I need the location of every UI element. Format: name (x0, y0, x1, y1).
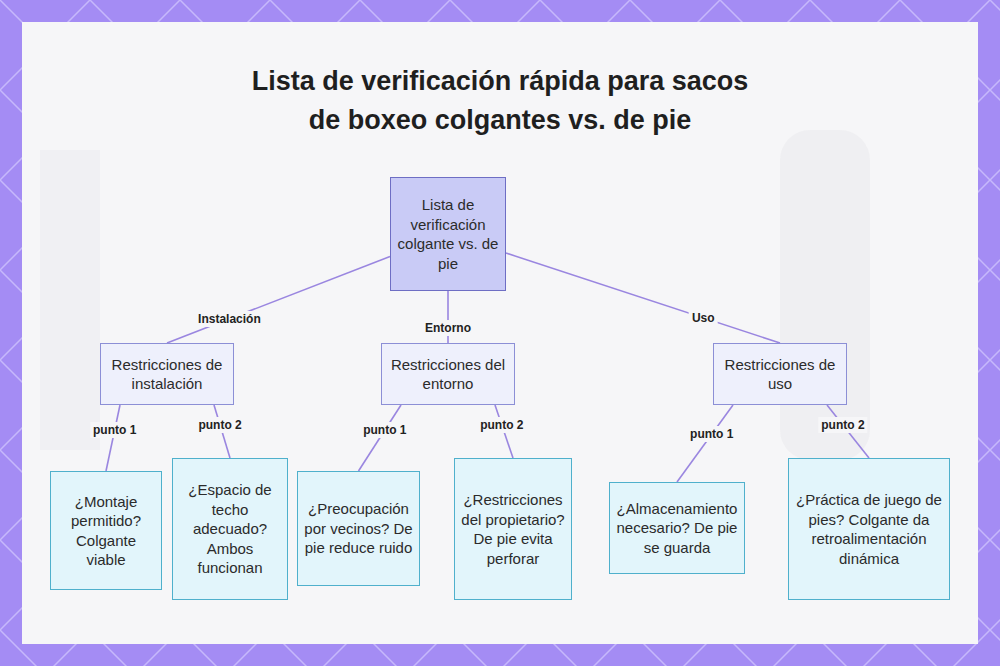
check-box: ¿Almacenamiento necesario? De pie se gua… (609, 482, 745, 574)
node-text: ¿Espacio de techo adecuado? Ambos funcio… (179, 480, 281, 578)
edge-label: punto 1 (360, 422, 409, 438)
check-box: ¿Práctica de juego de pies? Colgante da … (788, 458, 950, 600)
edge-label: punto 2 (818, 417, 867, 433)
edge-label: punto 2 (477, 417, 526, 433)
node-text: Restricciones de uso (720, 355, 840, 394)
check-box: ¿Espacio de techo adecuado? Ambos funcio… (172, 458, 288, 600)
check-box: ¿Montaje permitido? Colgante viable (50, 471, 162, 590)
edge-label: Uso (689, 310, 718, 326)
edge-label: punto 2 (195, 417, 244, 433)
edge-label: punto 1 (687, 426, 736, 442)
connector-line (167, 256, 390, 343)
category-box: Restricciones de instalación (100, 343, 234, 405)
root-box: Lista de verificación colgante vs. de pi… (390, 177, 506, 291)
node-text: ¿Almacenamiento necesario? De pie se gua… (616, 499, 738, 558)
check-box: ¿Preocupación por vecinos? De pie reduce… (297, 471, 420, 586)
diagram-title: Lista de verificación rápida para sacos … (240, 62, 760, 140)
node-text: ¿Montaje permitido? Colgante viable (57, 492, 155, 570)
category-box: Restricciones del entorno (381, 343, 515, 405)
node-text: ¿Preocupación por vecinos? De pie reduce… (304, 499, 413, 558)
check-box: ¿Restricciones del propietario? De pie e… (454, 458, 572, 600)
edge-label: Instalación (195, 311, 264, 327)
node-text: Restricciones del entorno (388, 355, 508, 394)
node-text: Lista de verificación colgante vs. de pi… (397, 195, 499, 273)
edge-label: Entorno (422, 320, 474, 336)
connector-line (506, 253, 780, 343)
category-box: Restricciones de uso (713, 343, 847, 405)
connector-line (677, 405, 733, 482)
node-text: ¿Práctica de juego de pies? Colgante da … (795, 490, 943, 568)
node-text: Restricciones de instalación (107, 355, 227, 394)
edge-label: punto 1 (90, 422, 139, 438)
node-text: ¿Restricciones del propietario? De pie e… (461, 490, 565, 568)
